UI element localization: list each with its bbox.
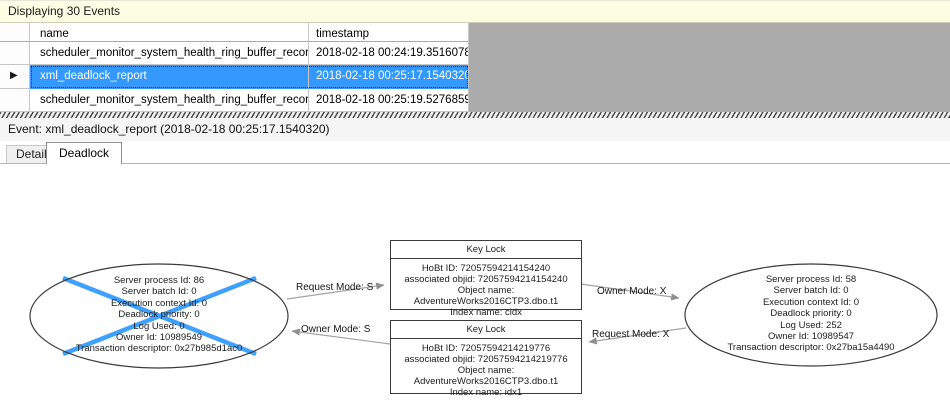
row-cells[interactable]: scheduler_monitor_system_health_ring_buf… — [30, 88, 469, 112]
node-line: Transaction descriptor: 0x27ba15a4490 — [727, 342, 895, 354]
edge-owner-x — [580, 283, 680, 301]
victim-cross-icon — [62, 275, 257, 357]
node-line: Server batch Id: 0 — [121, 286, 197, 298]
row-cells[interactable]: scheduler_monitor_system_health_ring_buf… — [30, 42, 469, 66]
table-row-selected[interactable]: ▶ xml_deadlock_report 2018-02-18 00:25:1… — [0, 65, 469, 89]
resource-node-keylock-bottom: Key Lock HoBt ID: 72057594214219776 asso… — [390, 320, 582, 398]
cell-event-name[interactable]: xml_deadlock_report — [30, 65, 309, 89]
resource-line: associated objid: 72057594214154240 — [404, 274, 568, 285]
resource-line: associated objid: 72057594214219776 — [404, 354, 568, 365]
table-row[interactable]: scheduler_monitor_system_health_ring_buf… — [0, 42, 469, 66]
row-cells[interactable]: xml_deadlock_report 2018-02-18 00:25:17.… — [30, 65, 469, 89]
splitter-handle[interactable] — [0, 112, 950, 118]
edge-label-request-mode-x: Request Mode: X — [592, 329, 670, 340]
events-count-bar: Displaying 30 Events — [0, 1, 950, 23]
process-node-left: Server process Id: 86 Server batch Id: 0… — [29, 275, 289, 355]
cell-event-timestamp[interactable]: 2018-02-18 00:25:19.5276859 — [309, 88, 469, 112]
cell-event-timestamp[interactable]: 2018-02-18 00:24:19.3516078 — [309, 42, 469, 66]
row-selector-header[interactable] — [0, 23, 30, 42]
deadlock-graph-pane: Server process Id: 86 Server batch Id: 0… — [0, 164, 950, 400]
resource-line: HoBt ID: 72057594214219776 — [421, 343, 551, 354]
resource-line: Object name: AdventureWorks2016CTP3.dbo.… — [413, 285, 559, 307]
process-node-right: Server process Id: 58 Server batch Id: 0… — [681, 274, 941, 354]
edge-label-owner-mode-x: Owner Mode: X — [597, 286, 667, 297]
cell-event-name[interactable]: scheduler_monitor_system_health_ring_buf… — [30, 88, 309, 112]
table-row[interactable]: scheduler_monitor_system_health_ring_buf… — [0, 88, 469, 112]
deadlock-graph-canvas — [29, 263, 938, 369]
tab-deadlock[interactable]: Deadlock — [46, 142, 123, 164]
node-line: Deadlock priority: 0 — [770, 308, 852, 320]
resource-title: Key Lock — [391, 241, 581, 259]
resource-line: Index name: cidx — [450, 307, 522, 318]
node-line: Owner Id: 10989549 — [115, 332, 203, 344]
column-header-timestamp[interactable]: timestamp — [309, 23, 469, 42]
resource-line: Index name: idx1 — [449, 387, 523, 398]
deadlock-edges — [286, 282, 687, 345]
resource-line: HoBt ID: 72057594214154240 — [421, 263, 551, 274]
node-line: Log Used: 252 — [780, 319, 842, 331]
events-table: name timestamp scheduler_monitor_system_… — [0, 23, 469, 112]
row-selector-cell[interactable]: ▶ — [0, 65, 30, 89]
row-selector-cell[interactable] — [0, 88, 30, 112]
current-row-arrow-icon: ▶ — [10, 70, 18, 82]
node-line: Transaction descriptor: 0x27b985d1ac0 — [75, 343, 243, 355]
event-summary-bar: Event: xml_deadlock_report (2018-02-18 0… — [0, 118, 950, 141]
cell-event-name[interactable]: scheduler_monitor_system_health_ring_buf… — [30, 42, 309, 66]
edge-label-request-mode-s: Request Mode: S — [296, 282, 374, 293]
resource-node-keylock-top: Key Lock HoBt ID: 72057594214154240 asso… — [390, 240, 582, 318]
cell-event-timestamp[interactable]: 2018-02-18 00:25:17.1540320 — [309, 65, 469, 89]
resource-body: HoBt ID: 72057594214219776 associated ob… — [391, 339, 581, 398]
events-table-header: name timestamp — [0, 23, 469, 42]
node-line: Server process Id: 58 — [765, 274, 857, 285]
node-line: Server batch Id: 0 — [773, 285, 849, 297]
edge-owner-s — [291, 328, 391, 345]
column-header-name[interactable]: name — [30, 23, 309, 42]
node-line: Execution context Id: 0 — [762, 296, 860, 308]
tab-strip: Details Deadlock — [0, 141, 950, 164]
row-selector-cell[interactable] — [0, 42, 30, 66]
tab-strip-baseline — [0, 163, 950, 164]
node-line: Server process Id: 86 — [113, 275, 205, 286]
edge-request-s — [286, 282, 385, 300]
edge-request-x — [588, 327, 687, 345]
node-line: Log Used: 0 — [133, 320, 185, 332]
node-line: Owner Id: 10989547 — [767, 331, 855, 343]
process-node-ellipse-right — [684, 263, 938, 367]
node-line: Execution context Id: 0 — [110, 297, 208, 309]
edge-label-owner-mode-s: Owner Mode: S — [301, 324, 371, 335]
resource-line: Object name: AdventureWorks2016CTP3.dbo.… — [413, 365, 559, 387]
resource-title: Key Lock — [391, 321, 581, 339]
process-node-ellipse-left — [29, 263, 289, 369]
events-grid-workspace: name timestamp scheduler_monitor_system_… — [0, 23, 950, 112]
resource-body: HoBt ID: 72057594214154240 associated ob… — [391, 259, 581, 318]
node-line: Deadlock priority: 0 — [118, 309, 200, 321]
